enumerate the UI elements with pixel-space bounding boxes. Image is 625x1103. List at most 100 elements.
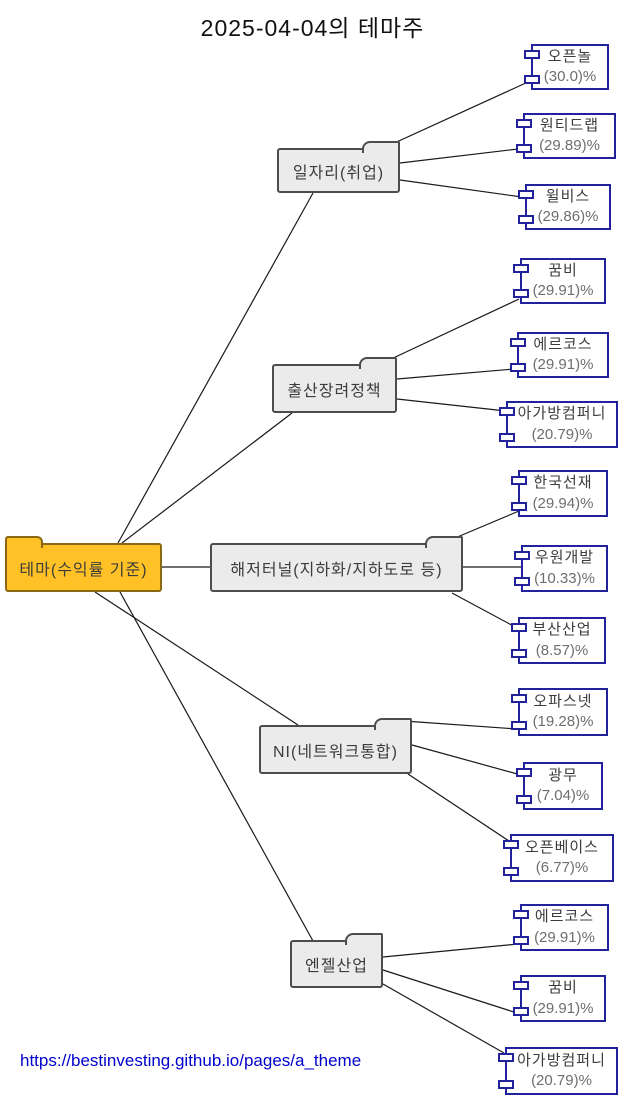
root-node-label: 테마(수익률 기준) bbox=[19, 561, 148, 579]
stock-name: 부산산업 bbox=[532, 621, 592, 639]
theme-label: 일자리(취업) bbox=[292, 164, 385, 182]
stock-name: 꿈비 bbox=[548, 261, 578, 279]
folder-tab-icon bbox=[374, 718, 412, 730]
stock-node: 꿈비 (29.91)% bbox=[513, 258, 606, 304]
edge-birth-stock2 bbox=[396, 368, 515, 380]
folder-tab-icon bbox=[425, 536, 463, 548]
stock-return: (29.91)% bbox=[532, 999, 594, 1017]
component-port-icon bbox=[524, 50, 540, 59]
stock-name: 오파스넷 bbox=[533, 692, 593, 710]
stock-node: 에르코스 (29.91)% bbox=[513, 904, 609, 951]
stock-return: (29.94)% bbox=[532, 494, 594, 512]
stock-node: 에르코스 (29.91)% bbox=[510, 332, 609, 378]
stock-return: (7.04)% bbox=[536, 787, 590, 804]
stock-return: (29.86)% bbox=[537, 208, 599, 225]
component-port-icon bbox=[498, 1080, 514, 1089]
component-port-icon bbox=[498, 1053, 514, 1062]
stock-name: 원티드랩 bbox=[539, 116, 600, 134]
folder-tab-icon bbox=[345, 933, 383, 945]
edge-birth-stock3 bbox=[396, 398, 507, 412]
stock-name: 광무 bbox=[548, 766, 578, 784]
edge-ni-stock2 bbox=[411, 744, 522, 776]
theme-node-angel-industry: 엔젤산업 bbox=[290, 933, 383, 988]
stock-node: 오파스넷 (19.28)% bbox=[511, 688, 608, 736]
component-port-icon bbox=[499, 407, 515, 416]
component-port-icon bbox=[503, 840, 519, 849]
edge-ni-stock1 bbox=[403, 720, 518, 730]
component-port-icon bbox=[503, 867, 519, 876]
stock-node: 윌비스 (29.86)% bbox=[518, 184, 611, 230]
edge-angel-stock2 bbox=[382, 969, 518, 1014]
component-port-icon bbox=[516, 144, 532, 153]
theme-label: 해저터널(지하화/지하도로 등) bbox=[230, 561, 443, 579]
edge-root-birth bbox=[121, 412, 293, 544]
component-port-icon bbox=[518, 190, 534, 199]
stock-name: 윌비스 bbox=[545, 187, 591, 205]
stock-node: 한국선재 (29.94)% bbox=[511, 470, 608, 517]
component-port-icon bbox=[524, 75, 540, 84]
theme-node-jobs: 일자리(취업) bbox=[277, 141, 400, 193]
component-port-icon bbox=[513, 264, 529, 273]
folder-tab-icon bbox=[5, 536, 43, 548]
theme-node-undersea-tunnel: 해저터널(지하화/지하도로 등) bbox=[210, 536, 463, 592]
stock-node: 오픈베이스 (6.77)% bbox=[503, 834, 614, 882]
stock-name: 우원개발 bbox=[534, 549, 595, 567]
stock-name: 오픈베이스 bbox=[524, 838, 599, 856]
stock-return: (30.0)% bbox=[543, 68, 597, 85]
stock-return: (10.33)% bbox=[534, 569, 595, 587]
component-port-icon bbox=[510, 363, 526, 372]
edge-root-ni bbox=[94, 591, 299, 726]
stock-return: (19.28)% bbox=[532, 713, 594, 730]
stock-name: 아가방컴퍼니 bbox=[517, 405, 607, 423]
stock-return: (8.57)% bbox=[535, 641, 589, 659]
component-port-icon bbox=[513, 289, 529, 298]
stock-return: (29.91)% bbox=[532, 282, 594, 299]
stock-node: 아가방컴퍼니 (20.79)% bbox=[498, 1047, 618, 1095]
component-port-icon bbox=[499, 433, 515, 442]
folder-tab-icon bbox=[362, 141, 400, 153]
stock-return: (29.91)% bbox=[534, 928, 595, 946]
component-port-icon bbox=[514, 551, 530, 560]
theme-node-network-integration: NI(네트워크통합) bbox=[259, 718, 412, 774]
stock-node: 우원개발 (10.33)% bbox=[514, 545, 608, 592]
stock-return: (29.91)% bbox=[532, 356, 594, 373]
component-port-icon bbox=[511, 476, 527, 485]
component-port-icon bbox=[510, 338, 526, 347]
theme-label: 출산장려정책 bbox=[287, 382, 382, 400]
source-url-link[interactable]: https://bestinvesting.github.io/pages/a_… bbox=[20, 1051, 362, 1070]
edge-birth-stock1 bbox=[388, 298, 520, 361]
component-port-icon bbox=[513, 1007, 529, 1016]
component-port-icon bbox=[516, 795, 532, 804]
edge-angel-stock1 bbox=[382, 943, 519, 958]
component-port-icon bbox=[516, 119, 532, 128]
component-port-icon bbox=[511, 623, 527, 632]
edge-root-angel bbox=[119, 591, 314, 942]
folder-tab-icon bbox=[359, 357, 397, 369]
stock-name: 아가방컴퍼니 bbox=[517, 1051, 606, 1069]
stock-name: 오픈놀 bbox=[547, 47, 593, 65]
stock-name: 꿈비 bbox=[548, 979, 578, 997]
component-port-icon bbox=[516, 768, 532, 777]
edge-angel-stock3 bbox=[382, 983, 505, 1054]
component-port-icon bbox=[513, 936, 529, 945]
theme-node-birth-policy: 출산장려정책 bbox=[272, 357, 397, 413]
stock-name: 에르코스 bbox=[533, 335, 593, 353]
theme-label: 엔젤산업 bbox=[305, 958, 368, 975]
component-port-icon bbox=[514, 577, 530, 586]
component-port-icon bbox=[518, 215, 534, 224]
stock-node: 광무 (7.04)% bbox=[516, 762, 603, 810]
edge-jobs-stock2 bbox=[399, 148, 519, 164]
edge-jobs-stock1 bbox=[389, 81, 529, 146]
edge-ni-stock3 bbox=[407, 773, 513, 844]
edge-root-jobs bbox=[117, 192, 314, 544]
stock-node: 꿈비 (29.91)% bbox=[513, 975, 606, 1022]
component-port-icon bbox=[513, 981, 529, 990]
stock-node: 원티드랩 (29.89)% bbox=[516, 113, 616, 159]
edge-tunnel-stock1 bbox=[454, 510, 520, 539]
stock-return: (20.79)% bbox=[531, 425, 593, 443]
diagram-title: 2025-04-04의 테마주 bbox=[200, 15, 425, 41]
stock-name: 한국선재 bbox=[533, 474, 593, 492]
stock-name: 에르코스 bbox=[534, 908, 595, 926]
